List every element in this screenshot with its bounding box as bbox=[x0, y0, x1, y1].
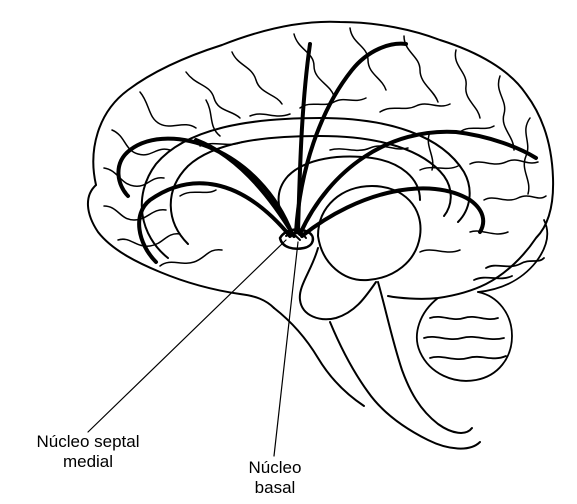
septal-leader-line bbox=[88, 240, 286, 432]
label-septal-medial-nucleus: Núcleo septal medial bbox=[4, 432, 172, 472]
label-basal-line1: Núcleo bbox=[230, 458, 320, 478]
brainstem-front bbox=[330, 322, 480, 449]
label-septal-line1: Núcleo septal bbox=[4, 432, 172, 452]
cerebellum bbox=[417, 220, 547, 381]
brainstem bbox=[378, 282, 472, 433]
brainstem-base bbox=[274, 308, 364, 406]
label-basal-nucleus: Núcleo basal bbox=[230, 458, 320, 498]
cerebrum-outline bbox=[93, 22, 553, 299]
cholinergic-pathways bbox=[118, 44, 536, 262]
hypothalamus bbox=[300, 248, 376, 319]
label-basal-line2: basal bbox=[230, 478, 320, 498]
basal-leader-line bbox=[274, 242, 298, 456]
label-septal-line2: medial bbox=[4, 452, 172, 472]
cerebrum-outline-lower bbox=[88, 185, 274, 308]
